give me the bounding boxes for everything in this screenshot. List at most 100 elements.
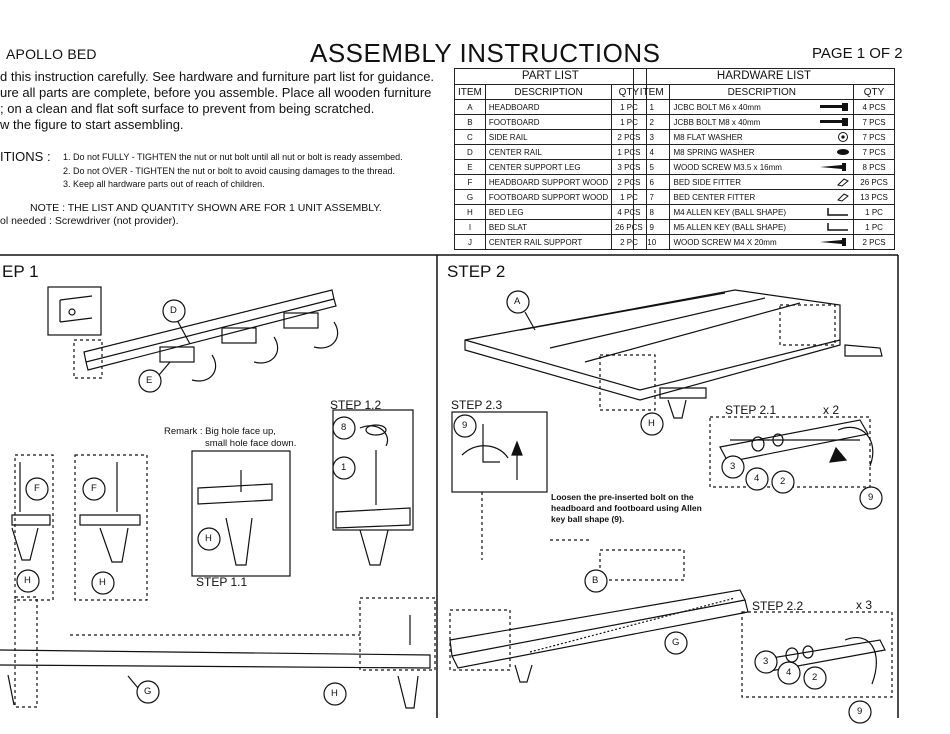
hardware-item-number: 10 [632,234,671,250]
callout-b-label: B [592,575,599,586]
center-rail-d [83,289,335,363]
callout-3b [754,650,778,674]
callout-a [506,290,530,314]
callout-a-label: A [514,296,521,307]
callout-h2-label: H [99,577,106,588]
rotate-arrow-5 [461,445,509,459]
step-1-1-box [191,450,291,577]
brand-name: APOLLO BED [6,46,97,62]
rail-end-detail-box [47,286,102,336]
step-1-2-heading: STEP 1.2 [330,398,382,412]
intro-line-3: ; on a clean and flat soft surface to pr… [0,101,375,116]
callout-h5 [640,412,664,436]
caution-item-3: 3. Keep all hardware parts out of reach … [63,179,265,189]
step-2-1-multiplier: x 2 [823,403,840,417]
callout-4b [777,661,801,685]
callout-f1-label: F [34,483,40,494]
callout-f2 [82,477,106,501]
callout-4b-label: 4 [786,667,792,678]
rotate-arrow-3 [313,321,339,349]
callout-4a-label: 4 [754,473,760,484]
rail-end-detail [59,295,93,323]
footboard-b [449,589,746,657]
loosen-line-2: headboard and footboard using Allen [551,503,702,513]
callout-g2-label: G [672,637,680,648]
tool-note: ol needed : Screwdriver (not provider). [0,215,179,227]
callout-9c-label: 9 [857,706,863,717]
callout-9b [453,414,477,438]
remark-line-2: small hole face down. [205,438,297,449]
callout-g1 [136,680,160,704]
caution-item-1: 1. Do not FULLY - TIGHTEN the nut or nut… [63,152,403,162]
intro-line-1: d this instruction carefully. See hardwa… [0,69,435,84]
footboard-rail-g [0,649,431,669]
center-support-leg-e2 [221,327,257,344]
caution-item-2: 2. Do not OVER - TIGHTEN the nut or bolt… [63,166,396,176]
bolt-icon [810,99,855,115]
callout-d [162,299,186,323]
callout-h1 [16,569,40,593]
allen-key-9a [837,426,874,467]
callout-e [138,369,162,393]
step-2-3-box [451,411,548,493]
callout-2a [771,470,795,494]
callout-3a [721,455,745,479]
allen-key-9b [482,424,500,463]
callout-h5-label: H [648,418,655,429]
step-2-1-heading: STEP 2.1 [725,403,777,417]
callout-h2 [91,571,115,595]
page-title: ASSEMBLY INSTRUCTIONS [310,38,661,68]
callout-h1-label: H [24,575,31,586]
callout-h4 [323,682,347,706]
callout-9a [859,486,883,510]
callout-9b-label: 9 [462,420,468,431]
callout-e-label: E [146,375,153,386]
allen-key-9c [844,637,877,685]
callout-d-label: D [170,305,177,316]
hardware-qty: 2 PCS [853,234,895,250]
headboard-support-wood-f1 [11,514,51,526]
center-support-leg-e1 [159,346,195,363]
rotate-arrow-2 [253,336,279,364]
footboard-support-wood-g [529,597,736,653]
page-number: PAGE 1 OF 2 [812,45,903,62]
headboard-a [464,289,841,401]
rotate-arrow-4 [359,425,389,447]
callout-b [584,569,608,593]
loosen-line-1: Loosen the pre-inserted bolt on the [551,492,694,502]
callout-h3 [197,527,221,551]
step-2-3-heading: STEP 2.3 [451,398,503,412]
step-1-1-heading: STEP 1.1 [196,575,248,589]
bed-leg-h6 [514,664,533,683]
callout-f2-label: F [91,483,97,494]
screw-icon [810,234,855,250]
loosen-line-3: key ball shape (9). [551,514,625,524]
remark-line-1: Remark : Big hole face up, [164,426,276,437]
callout-4a [745,467,769,491]
bed-leg-h2 [99,527,129,563]
part-description: CENTER RAIL SUPPORT [484,234,613,250]
callout-8-label: 8 [341,422,347,433]
center-support-leg-e3 [283,312,319,329]
hardware-item-number: 1 [632,99,671,115]
callout-3a-label: 3 [730,461,736,472]
callout-2b-label: 2 [812,672,818,683]
step-2-heading: STEP 2 [447,262,506,281]
part-item-code: J [454,234,486,250]
hardware-description: WOOD SCREW M4 X 20mm [669,234,811,250]
bed-leg-h3 [225,517,253,566]
bed-leg-h5 [667,399,687,419]
callout-3b-label: 3 [763,656,769,667]
intro-line-4: w the figure to start assembling. [0,117,184,132]
step-2-2-multiplier: x 3 [856,598,873,612]
callout-f1 [25,477,49,501]
cautions-heading: ITIONS : [0,149,51,164]
callout-9c [848,700,872,724]
callout-h3-label: H [205,533,212,544]
